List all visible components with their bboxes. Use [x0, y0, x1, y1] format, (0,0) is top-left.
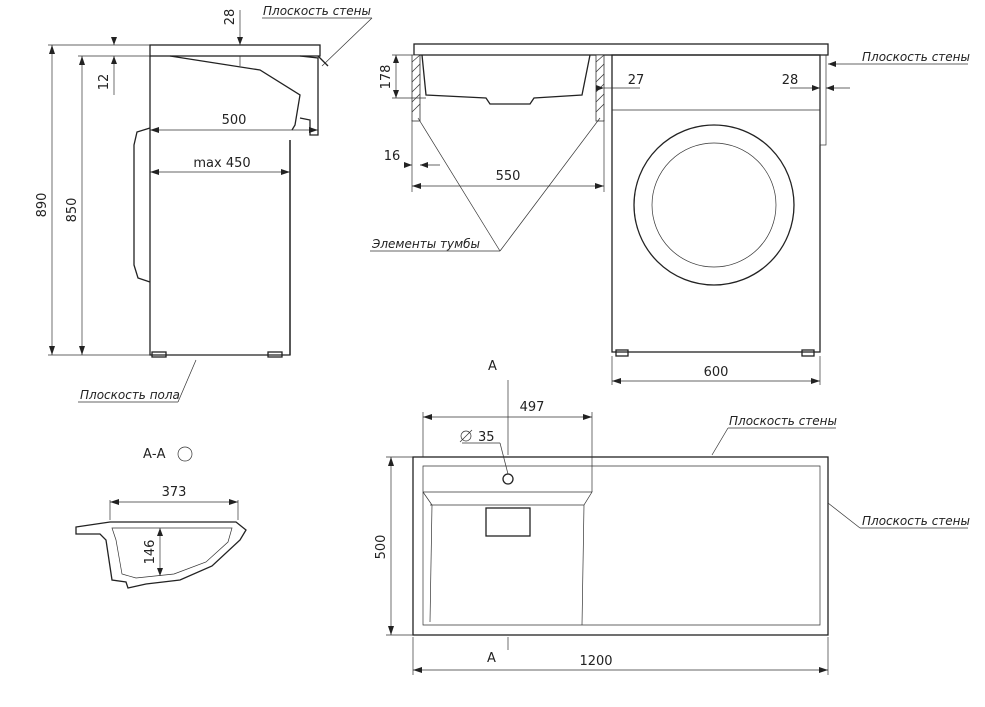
section-marker-circle: [177, 446, 193, 462]
dim-16: 16: [384, 149, 401, 164]
dim-500-plan: 500: [374, 535, 389, 560]
dim-35: 35: [478, 430, 495, 445]
label-wall-plane-1: Плоскость стены: [263, 4, 371, 18]
machine-door-inner: [651, 142, 777, 268]
countertop-edge-drop: [299, 55, 319, 136]
washing-machine-side: [149, 56, 291, 356]
section-a-a: А-А 373 146: [75, 446, 247, 589]
dim-600: 600: [704, 365, 729, 380]
diameter-symbol: [460, 430, 472, 442]
dim-28-front: 28: [782, 73, 799, 88]
drain-plan: [485, 507, 531, 537]
section-title: А-А: [143, 447, 166, 462]
dim-12: 12: [97, 74, 112, 91]
machine-door-outer: [633, 124, 795, 286]
dim-500-side: 500: [222, 113, 247, 128]
dim-890: 890: [35, 193, 50, 218]
plan-view: А А 497 35 500 1200 Плоскость стены Плос…: [374, 359, 970, 675]
dim-1200: 1200: [579, 654, 612, 669]
section-letter-bottom: А: [487, 651, 496, 666]
washing-machine-front: [611, 54, 821, 353]
machine-door-side: [133, 127, 151, 283]
bowl-side-profile: [169, 55, 301, 131]
front-view: 178 550 16 27 28 600 Плоскость стены: [370, 43, 970, 385]
dim-27: 27: [628, 73, 645, 88]
countertop-plan-inner: [422, 465, 821, 626]
label-wall-plane-4: Плоскость стены: [862, 514, 970, 528]
dim-850: 850: [65, 198, 80, 223]
side-view: 890 850 12 28 500 max 450 Плоскость стен…: [35, 4, 373, 403]
dim-178: 178: [379, 65, 394, 90]
dim-497: 497: [520, 400, 545, 415]
countertop-plan: [412, 456, 829, 636]
dim-max-450: max 450: [193, 156, 250, 171]
faucet-hole: [502, 473, 514, 485]
dim-146: 146: [143, 540, 158, 565]
bowl-plan-outline: [423, 491, 593, 626]
label-wall-plane-2: Плоскость стены: [862, 50, 970, 64]
label-floor-plane: Плоскость пола: [80, 388, 180, 402]
countertop-front: [413, 43, 829, 56]
section-profile-outer: [75, 521, 247, 589]
dim-373: 373: [162, 485, 187, 500]
label-cabinet-elements: Элементы тумбы: [371, 237, 480, 251]
dim-550: 550: [496, 169, 521, 184]
section-profile-inner: [111, 527, 233, 579]
bowl-front-section: [421, 54, 591, 105]
label-wall-plane-3: Плоскость стены: [729, 414, 837, 428]
dim-28-top: 28: [223, 9, 238, 26]
countertop-side: [149, 44, 321, 57]
section-letter-top: А: [488, 359, 497, 374]
